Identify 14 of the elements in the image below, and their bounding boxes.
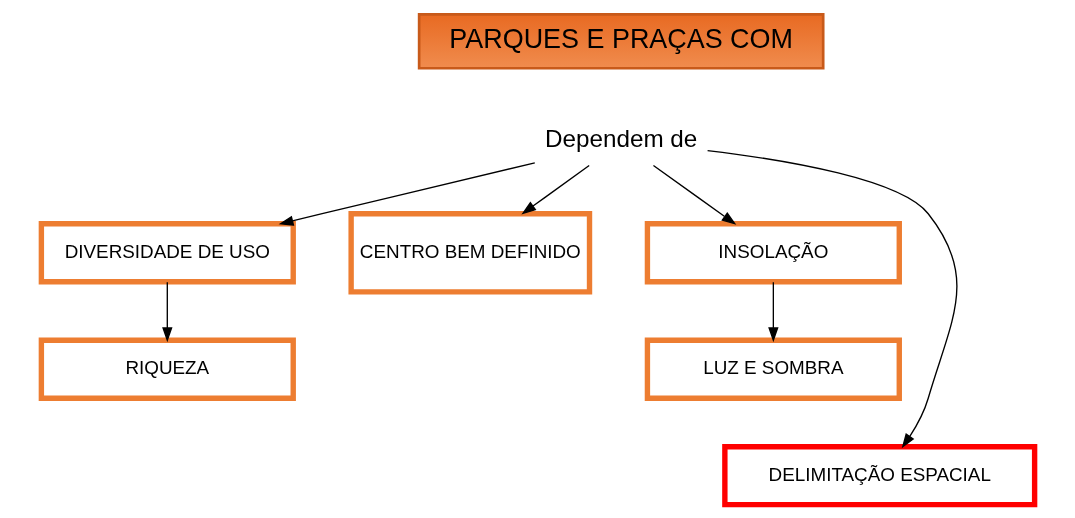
node-box: INSOLAÇÃO [644,220,902,284]
node-text: Dependem de [544,124,697,152]
arrow [767,281,779,342]
node-box: LUZ E SOMBRA [644,337,902,401]
node-box: DELIMITAÇÃO ESPACIAL [721,443,1037,507]
node-box: RIQUEZA [38,337,296,401]
arrow [161,281,172,342]
node-box: PARQUES E PRAÇAS COM [417,12,825,70]
arrow [706,149,958,448]
arrow [278,161,535,226]
arrow [520,164,590,214]
node-box: CENTRO BEM DEFINIDO [347,210,592,294]
arrow [652,164,736,225]
node-box: DIVERSIDADE DE USO [38,220,296,284]
